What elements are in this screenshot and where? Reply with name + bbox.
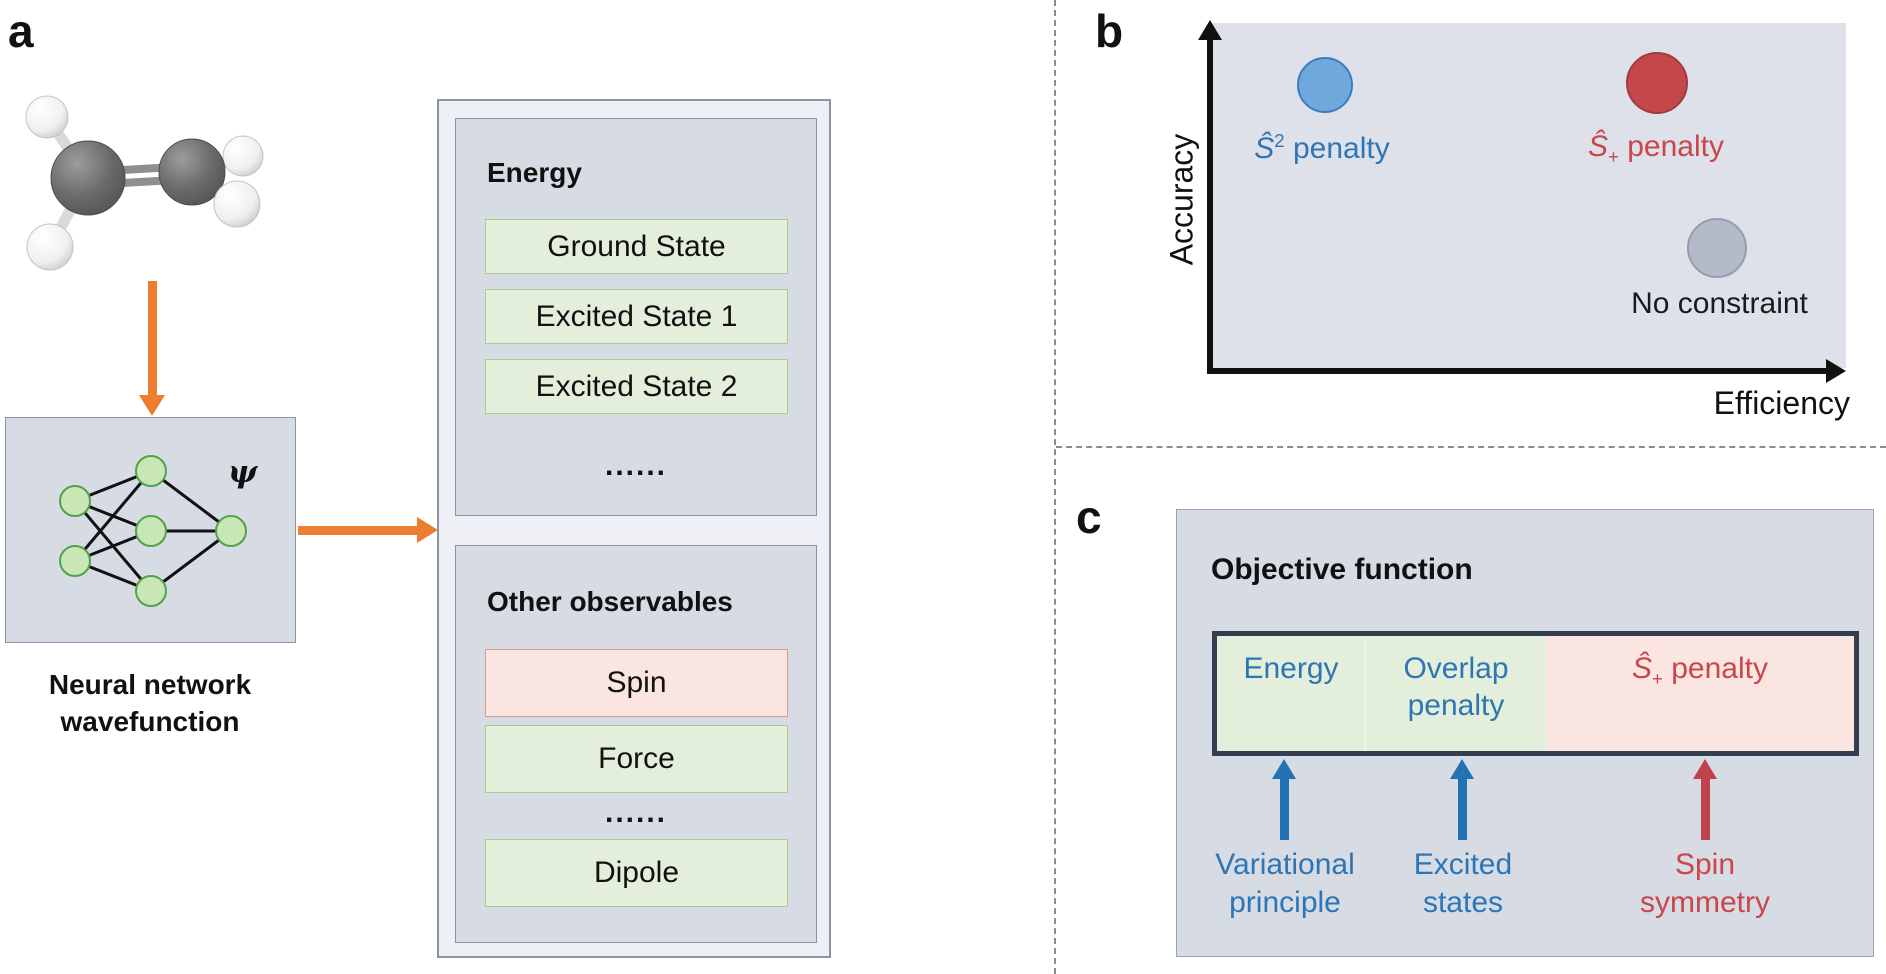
dipole-label: Dipole [593, 856, 680, 889]
molecule-atoms [25, 95, 264, 271]
overlap-term-line1: Overlap [1403, 652, 1509, 685]
hydrogen-atom [213, 180, 261, 228]
carbon-atom [50, 140, 126, 216]
horizontal-dashed-divider [1056, 446, 1886, 448]
objective-function-title: Objective function [1211, 553, 1473, 586]
observables-ellipsis: ...... [604, 796, 667, 829]
s2-penalty-point [1297, 57, 1353, 113]
variational-principle-annotation: Variational principle [1185, 846, 1385, 922]
observables-box: Other observables Spin Force ...... Dipo… [455, 545, 817, 943]
variational-arrow [1280, 778, 1289, 840]
carbon-atom [158, 138, 226, 206]
spin-arrow [1701, 778, 1710, 840]
vertical-dashed-divider [1054, 0, 1056, 974]
energy-ellipsis: ...... [604, 449, 667, 482]
splus-head: Ŝ [1588, 130, 1609, 163]
objective-cell-splus-penalty: Ŝ+ penalty [1546, 636, 1854, 751]
ground-state-label: Ground State [547, 229, 726, 263]
objective-bar: Energy Overlap penalty Ŝ+ penalty [1212, 631, 1859, 756]
x-axis-arrowhead [1826, 359, 1846, 383]
hydrogen-atom [26, 223, 74, 271]
splus-tail: penalty [1618, 130, 1724, 163]
arrow-network-to-outputs [298, 526, 419, 535]
panel-c-label: c [1076, 491, 1102, 543]
y-axis-label: Accuracy [1163, 133, 1200, 266]
excited-arrow [1458, 778, 1467, 840]
excited-arrow-head [1450, 759, 1474, 779]
excited-states-annotation: Excited states [1363, 846, 1563, 922]
spin-symmetry-annotation: Spin symmetry [1585, 846, 1825, 922]
splus-penalty-point [1626, 52, 1688, 114]
list-item-excited-state-1: Excited State 1 [485, 289, 788, 344]
network-caption-line1: Neural network [48, 669, 252, 700]
list-item-ground-state: Ground State [485, 219, 788, 274]
x-axis-line [1207, 368, 1827, 374]
psi-symbol: ψ [228, 454, 258, 490]
objective-cell-overlap-penalty: Overlap penalty [1366, 636, 1546, 751]
variational-arrow-head [1272, 759, 1296, 779]
s2-head: Ŝ [1254, 132, 1275, 165]
y-axis-arrowhead [1198, 20, 1222, 40]
list-item-excited-state-2: Excited State 2 [485, 359, 788, 414]
y-axis-line [1207, 38, 1213, 371]
observables-box-title: Other observables [487, 586, 733, 617]
list-item-dipole: Dipole [485, 839, 788, 907]
s2-penalty-label: Ŝ2 penalty [1222, 130, 1422, 166]
spin-line1: Spin [1674, 848, 1736, 881]
network-caption-line2: wavefunction [60, 706, 240, 737]
arrow-molecule-to-network [148, 281, 157, 397]
objective-function-box: Objective function Energy Overlap penalt… [1176, 509, 1874, 957]
ethylene-molecule [25, 95, 264, 271]
force-label: Force [598, 742, 675, 775]
network-nodes [59, 455, 247, 607]
panel-b-label: b [1095, 5, 1124, 57]
network-caption: Neural network wavefunction [0, 666, 300, 740]
energy-box-title: Energy [487, 157, 582, 188]
excited-line1: Excited [1413, 848, 1513, 881]
energy-term-label: Energy [1243, 652, 1339, 685]
neural-network-box: ψ [5, 417, 296, 643]
hydrogen-atom [25, 95, 69, 139]
overlap-term-line2: penalty [1407, 689, 1505, 722]
splus-term-head: Ŝ [1632, 652, 1653, 685]
arrow-molecule-to-network-head [139, 395, 165, 416]
list-item-force: Force [485, 725, 788, 793]
no-constraint-point [1687, 218, 1747, 278]
energy-box: Energy Ground State Excited State 1 Exci… [455, 118, 817, 516]
no-constraint-label: No constraint [1631, 287, 1808, 320]
x-axis-label: Efficiency [1713, 385, 1850, 421]
spin-label: Spin [606, 666, 667, 699]
splus-penalty-label: Ŝ+ penalty [1556, 130, 1756, 168]
splus-term-tail: penalty [1662, 652, 1768, 685]
excited-state-2-label: Excited State 2 [535, 369, 738, 403]
spin-arrow-head [1693, 759, 1717, 779]
spin-line2: symmetry [1640, 886, 1770, 919]
arrow-network-to-outputs-head [417, 517, 438, 543]
splus-sub: + [1608, 146, 1619, 167]
neural-network-graph [59, 455, 247, 607]
splus-term-sub: + [1652, 668, 1663, 689]
hydrogen-atom [222, 135, 264, 177]
variational-line1: Variational [1215, 848, 1355, 881]
objective-cell-energy: Energy [1217, 636, 1366, 751]
panel-a-label: a [8, 5, 34, 57]
variational-line2: principle [1229, 886, 1341, 919]
outputs-container: Energy Ground State Excited State 1 Exci… [437, 99, 831, 958]
list-item-spin: Spin [485, 649, 788, 717]
s2-sup: 2 [1274, 130, 1285, 151]
excited-line2: states [1422, 886, 1504, 919]
s2-tail: penalty [1284, 132, 1390, 165]
excited-state-1-label: Excited State 1 [535, 299, 738, 333]
